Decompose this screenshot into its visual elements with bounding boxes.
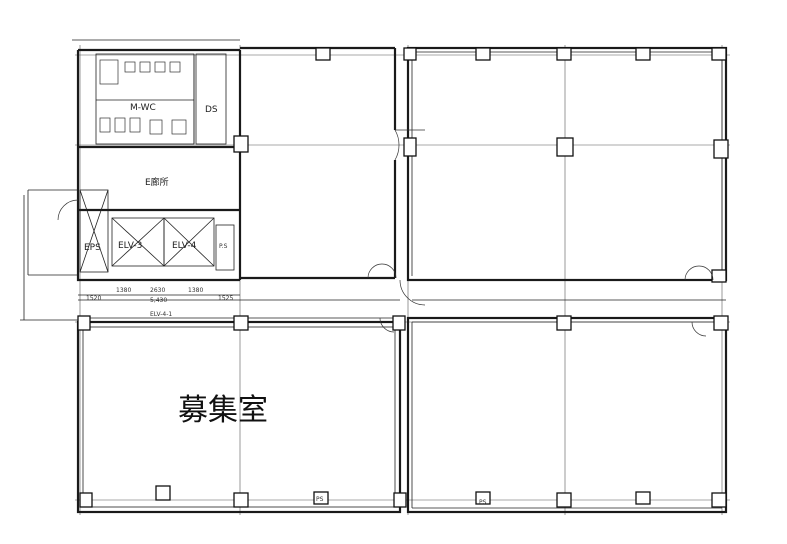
label-ehall: E廊所 <box>145 176 169 188</box>
column <box>233 315 249 331</box>
column <box>313 491 329 505</box>
column <box>713 139 729 159</box>
column <box>713 315 729 331</box>
column <box>315 47 331 61</box>
label-elv4: ELV-4 <box>172 241 197 251</box>
column <box>556 137 574 157</box>
column <box>475 491 491 505</box>
door-swing <box>399 279 426 306</box>
outer-walls <box>76 46 728 514</box>
dim-2630: 2630 <box>150 287 165 294</box>
door-swing <box>684 265 700 281</box>
room-title: 募集室 <box>178 393 268 428</box>
column <box>403 137 417 157</box>
door-swing <box>698 265 714 281</box>
dim-1380-b: 1380 <box>188 287 203 294</box>
column <box>711 492 727 508</box>
door-swing <box>394 129 400 161</box>
core-interior <box>27 53 240 276</box>
label-ds: DS <box>205 105 218 115</box>
door-swing <box>691 321 707 337</box>
label-eps: EPS <box>84 243 101 253</box>
column <box>403 47 417 61</box>
column <box>556 47 572 61</box>
dim-1525: 1525 <box>218 295 233 302</box>
column <box>233 492 249 508</box>
room-labels: M-WC DS E廊所 EPS ELV-3 ELV-4 P.S PS PS EL… <box>84 103 487 506</box>
doors <box>57 129 714 337</box>
column <box>556 315 572 331</box>
door-swing <box>57 199 79 221</box>
door-swing <box>367 263 383 279</box>
column <box>77 315 91 331</box>
column <box>392 315 406 331</box>
door-swing <box>381 263 397 279</box>
column <box>556 492 572 508</box>
label-mwc: M-WC <box>130 103 156 113</box>
column <box>475 47 491 61</box>
dim-1380: 1380 <box>116 287 131 294</box>
columns <box>77 47 729 508</box>
column <box>79 492 93 508</box>
dimension-lines <box>20 39 240 321</box>
label-ps: P.S <box>219 243 228 250</box>
label-elv3: ELV-3 <box>118 241 142 251</box>
column <box>155 485 171 501</box>
label-elv-top: ELV-4-1 <box>150 311 172 318</box>
column <box>233 135 249 153</box>
column <box>635 47 651 61</box>
door-swing <box>379 317 395 333</box>
column <box>393 492 407 508</box>
label-ps-bottom-left: PS <box>316 496 324 503</box>
dim-1520: 1520 <box>86 295 101 302</box>
column <box>711 47 727 61</box>
column <box>711 269 727 283</box>
dim-5430: 5,430 <box>150 297 167 304</box>
label-ps-bottom-right: PS <box>479 499 487 506</box>
column <box>635 491 651 505</box>
